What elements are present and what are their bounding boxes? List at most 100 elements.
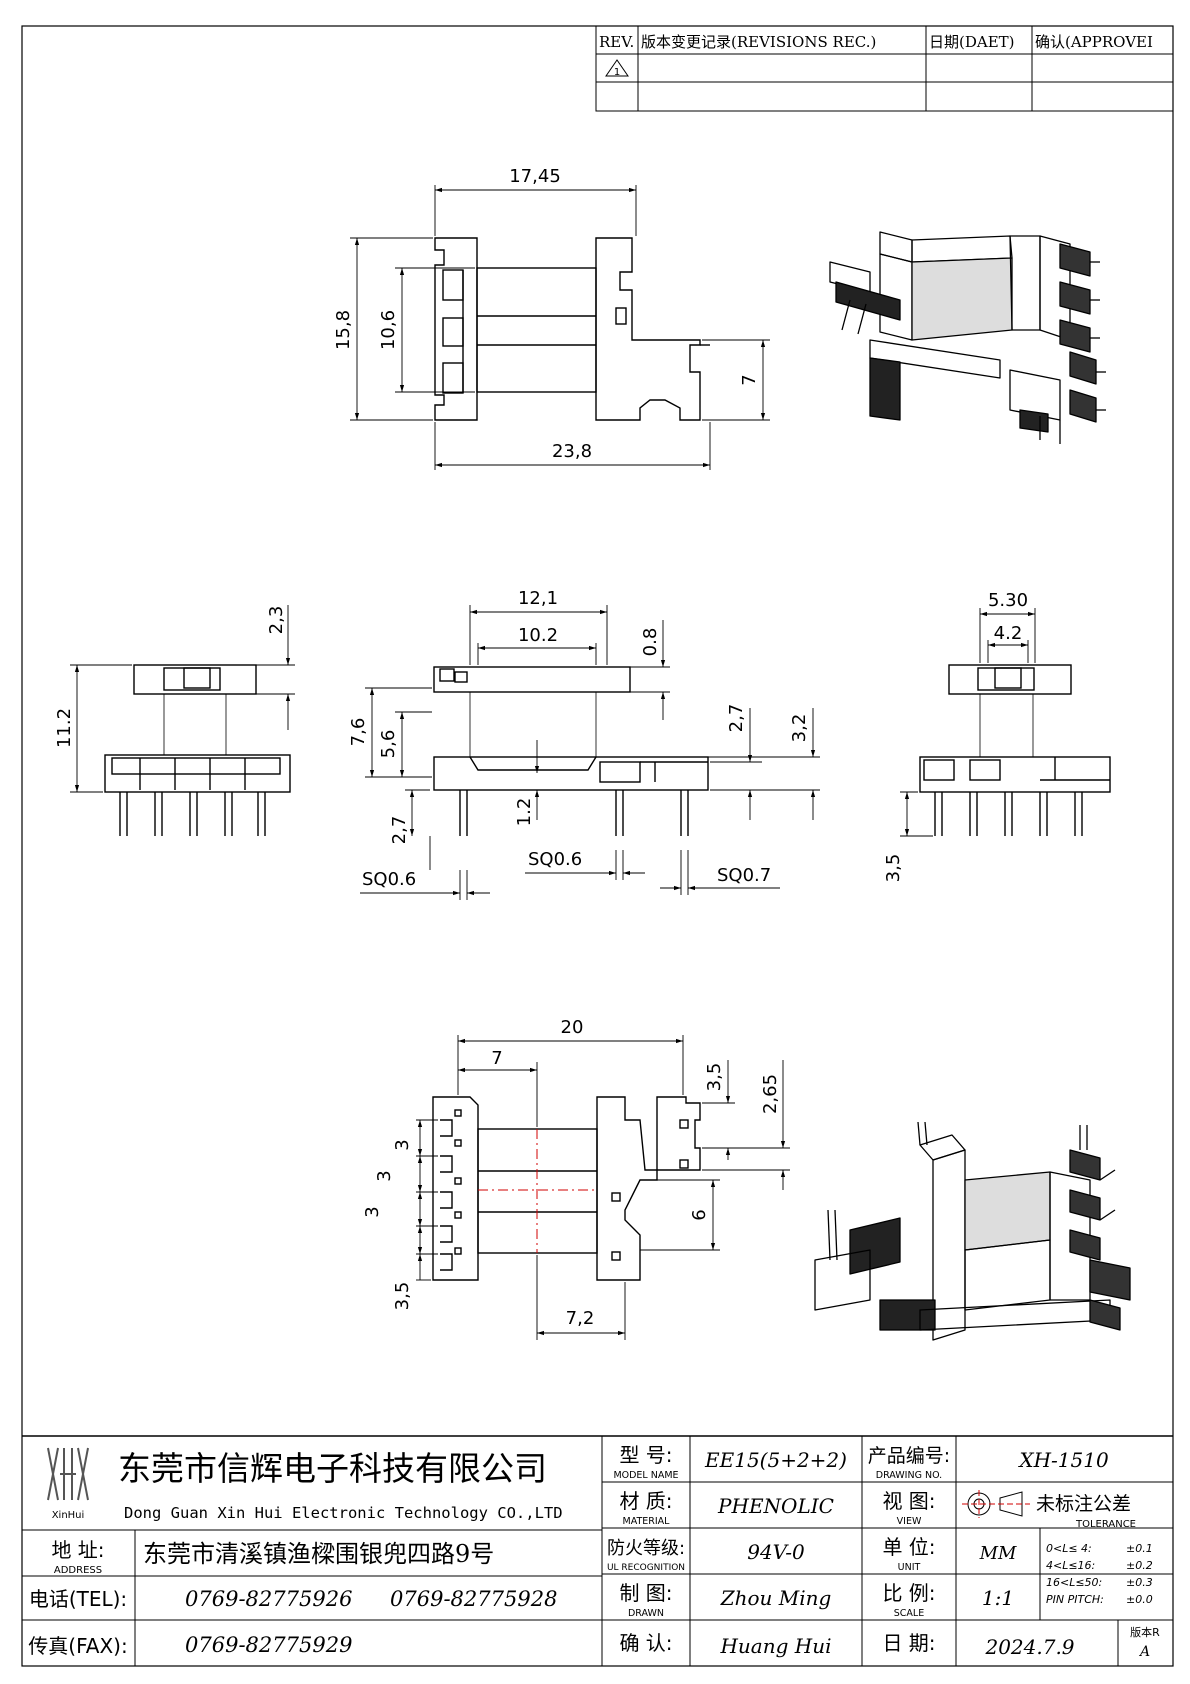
tolerance-range: 4<L≤16: xyxy=(1046,1559,1095,1572)
tolerance-range: 0<L≤ 4: xyxy=(1046,1542,1092,1555)
dim-base: 7,2 xyxy=(566,1308,595,1329)
tolerance-title: 未标注公差 xyxy=(1036,1493,1131,1515)
material-value: PHENOLIC xyxy=(717,1494,834,1518)
fire-value: 94V-0 xyxy=(747,1540,805,1564)
dim-front-total-height: 7,6 xyxy=(348,718,369,747)
view-label: 视 图: xyxy=(882,1489,935,1513)
dim-right-outer-width: 5.30 xyxy=(988,590,1028,611)
dim-right-height: 6 xyxy=(689,1209,710,1220)
svg-text:1: 1 xyxy=(614,67,620,78)
material-label: 材 质: xyxy=(619,1489,672,1513)
dim-bottom-offset: 7 xyxy=(491,1048,502,1069)
tolerance-value: ±0.3 xyxy=(1126,1576,1153,1589)
tolerance-value: ±0.1 xyxy=(1126,1542,1153,1555)
model-value: EE15(5+2+2) xyxy=(704,1448,847,1472)
company-name-cn: 东莞市信辉电子科技有限公司 xyxy=(118,1449,547,1488)
front-view xyxy=(433,666,709,836)
material-label-en: MATERIAL xyxy=(623,1516,671,1527)
revisions-header: 版本变更记录(REVISIONS REC.) xyxy=(641,33,876,51)
dim-bottom-width: 23,8 xyxy=(552,441,592,462)
dim-right-height: 7 xyxy=(739,374,760,385)
dim-sq-left: SQ0.6 xyxy=(362,869,416,890)
dim-left-top-height: 2,3 xyxy=(266,606,287,635)
company-name-en: Dong Guan Xin Hui Electronic Technology … xyxy=(124,1504,563,1522)
model-label: 型 号: xyxy=(619,1443,672,1467)
dim-front-right-b: 3,2 xyxy=(789,714,810,743)
date-value: 2024.7.9 xyxy=(984,1635,1074,1659)
address-value: 东莞市清溪镇渔樑围银兜四路9号 xyxy=(143,1540,494,1568)
dim-outer-height: 15,8 xyxy=(333,310,354,350)
revision-table: 1 xyxy=(595,25,1174,112)
left-view-dims xyxy=(70,605,295,793)
address-label: 地 址: xyxy=(51,1538,104,1562)
dim-front-inner-width: 10.2 xyxy=(518,625,558,646)
rev-header: REV. xyxy=(599,33,634,51)
bottom-view-centerlines xyxy=(478,1129,597,1253)
view-label-en: VIEW xyxy=(897,1516,922,1527)
product-no-value: XH-1510 xyxy=(1017,1448,1109,1472)
dim-right-pitch: 3,5 xyxy=(704,1063,725,1092)
unit-label-en: UNIT xyxy=(898,1562,921,1573)
dim-front-right-a: 2,7 xyxy=(726,704,747,733)
drawn-value: Zhou Ming xyxy=(720,1586,832,1610)
date-header: 日期(DAET) xyxy=(929,33,1015,51)
tolerance-value: ±0.0 xyxy=(1126,1593,1153,1606)
right-view-dims xyxy=(900,608,1036,837)
title-block xyxy=(22,1435,1173,1666)
fire-label-en: UL RECOGNITION xyxy=(607,1563,685,1573)
left-view xyxy=(104,664,291,836)
tolerance-title-en: TOLERANCE xyxy=(1075,1519,1136,1530)
bottom-view xyxy=(432,1096,701,1281)
unit-value: MM xyxy=(979,1543,1017,1564)
product-label: 产品编号: xyxy=(868,1445,950,1467)
tolerance-range: PIN PITCH: xyxy=(1046,1593,1104,1606)
scale-label-en: SCALE xyxy=(894,1608,924,1619)
fire-label: 防火等级: xyxy=(607,1538,685,1559)
tolerance-value: ±0.2 xyxy=(1126,1559,1153,1572)
dim-sq-mid: SQ0.6 xyxy=(528,849,582,870)
bottom-view-dims xyxy=(416,1035,790,1340)
dim-front-pin-length: 2,7 xyxy=(389,816,410,845)
isometric-view-top xyxy=(829,231,1106,444)
projection-symbol-icon xyxy=(962,1490,1030,1518)
dim-sq-right: SQ0.7 xyxy=(717,865,771,886)
dim-flange-thickness: 0.8 xyxy=(640,628,661,657)
fax-label: 传真(FAX): xyxy=(28,1634,127,1658)
tel-label: 电话(TEL): xyxy=(29,1587,127,1611)
front-view-dims xyxy=(360,605,820,900)
scale-label: 比 例: xyxy=(882,1581,935,1605)
top-view-dims xyxy=(350,185,770,470)
version-label: 版本R xyxy=(1130,1625,1160,1639)
dim-top-width: 17,45 xyxy=(509,166,561,187)
check-value: Huang Hui xyxy=(719,1634,831,1658)
isometric-view-bottom xyxy=(814,1121,1131,1341)
approve-header: 确认(APPROVEI xyxy=(1035,33,1153,51)
dim-front-outer-width: 12,1 xyxy=(518,588,558,609)
version-value: A xyxy=(1138,1644,1150,1660)
dim-right-inner-width: 4.2 xyxy=(994,623,1023,644)
dim-front-inner-height: 5,6 xyxy=(378,730,399,759)
tel-1: 0769-82775926 xyxy=(185,1587,352,1611)
logo-text: XinHui xyxy=(52,1510,85,1521)
model-label-en: MODEL NAME xyxy=(613,1470,678,1481)
scale-value: 1:1 xyxy=(982,1586,1014,1610)
revision-triangle-icon xyxy=(605,59,629,77)
dim-pitch-2: 3 xyxy=(374,1170,395,1181)
top-view xyxy=(434,237,710,421)
dim-left-total-height: 11.2 xyxy=(54,708,75,748)
tolerance-list: 0<L≤ 4: ±0.1 4<L≤16: ±0.2 16<L≤50: ±0.3 … xyxy=(1046,1542,1153,1606)
address-label-en: ADDRESS xyxy=(54,1565,102,1576)
tel-2: 0769-82775928 xyxy=(390,1587,557,1611)
dim-pitch-3: 3 xyxy=(362,1206,383,1217)
right-view xyxy=(919,664,1111,836)
dim-right-offset: 2,65 xyxy=(760,1074,781,1114)
date-label: 日 期: xyxy=(882,1631,935,1655)
fax-value: 0769-82775929 xyxy=(185,1633,352,1657)
unit-label: 单 位: xyxy=(882,1535,935,1559)
dim-bottom-width: 20 xyxy=(561,1017,584,1038)
drawn-label-en: DRAWN xyxy=(628,1608,664,1619)
drawn-label: 制 图: xyxy=(619,1581,672,1605)
dim-pitch-1: 3 xyxy=(392,1139,413,1150)
company-logo xyxy=(47,1447,89,1501)
